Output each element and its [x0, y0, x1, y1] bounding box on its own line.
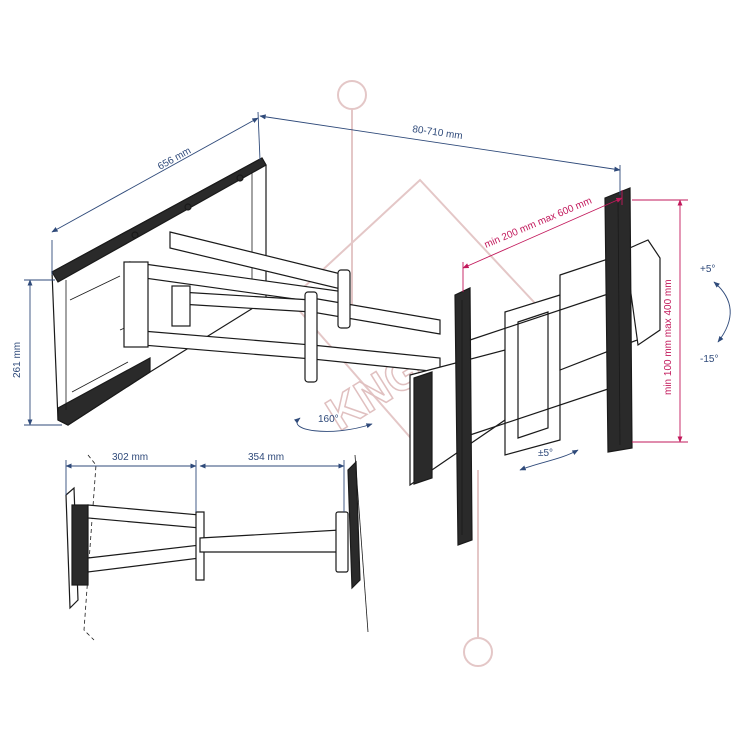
swivel-angle-label: 160°: [318, 414, 339, 425]
tv-brackets: [409, 187, 661, 546]
articulating-arms: [123, 231, 441, 383]
arm-second-label: 354 mm: [248, 452, 284, 463]
angle-rotate: ±5°: [519, 448, 579, 471]
dimension-plate-height: 261 mm: [12, 279, 62, 426]
dimension-vesa-vertical: min 100 mm max 400 mm: [632, 199, 688, 443]
dimension-arm-first: 302 mm: [65, 452, 197, 512]
elbow-joint-lower: [304, 291, 318, 383]
rotate-angle-label: ±5°: [538, 448, 553, 459]
angle-swivel: 160°: [294, 414, 373, 432]
vertical-rail-left: [454, 287, 473, 546]
plate-width-label: 656 mm: [156, 145, 193, 172]
dimension-arm-second: 354 mm: [199, 452, 345, 512]
arm-first-label: 302 mm: [112, 452, 148, 463]
plate-height-label: 261 mm: [12, 342, 23, 378]
vesa-vertical-label: min 100 mm max 400 mm: [663, 279, 674, 395]
elbow-joint-upper: [337, 269, 351, 329]
tilt-down-label: -15°: [700, 354, 718, 365]
extension-label: 80-710 mm: [412, 124, 464, 142]
tilt-up-label: +5°: [700, 264, 715, 275]
dimension-extension: 80-710 mm: [259, 114, 621, 195]
arm-base-bracket: [123, 261, 149, 348]
angle-tilt: +5° -15°: [700, 264, 731, 365]
vesa-horizontal-label: min 200 mm max 600 mm: [483, 195, 594, 250]
side-view: [65, 454, 369, 641]
wall-plate: [51, 157, 267, 426]
